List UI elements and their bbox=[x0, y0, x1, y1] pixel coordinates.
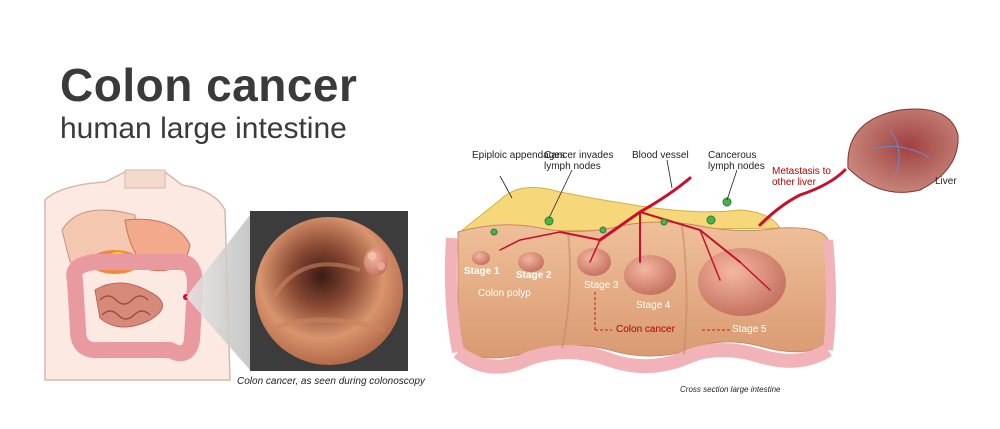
label-cancer-invades: Cancer invades lymph nodes bbox=[544, 150, 614, 172]
caption-colonoscopy: Colon cancer, as seen during colonoscopy bbox=[237, 376, 425, 387]
liver bbox=[847, 108, 959, 193]
label-cancerous-lymph: Cancerous lymph nodes bbox=[708, 150, 765, 172]
label-blood-vessel: Blood vessel bbox=[632, 150, 689, 161]
label-stage-1: Stage 1 bbox=[464, 266, 500, 277]
colonoscopy-view bbox=[250, 211, 408, 371]
label-liver: Liver bbox=[935, 176, 957, 187]
zoom-cone bbox=[186, 215, 250, 370]
caption-cross-section: Cross section large intestine bbox=[680, 385, 781, 394]
label-stage-2: Stage 2 bbox=[516, 270, 552, 281]
torso-figure bbox=[44, 169, 231, 381]
label-stage-3: Stage 3 bbox=[584, 280, 619, 291]
cross-section bbox=[444, 149, 931, 374]
label-stage-5: Stage 5 bbox=[732, 324, 767, 335]
page-title: Colon cancer bbox=[60, 59, 358, 111]
label-metastasis: Metastasis to other liver bbox=[772, 166, 831, 188]
label-colon-polyp: Colon polyp bbox=[478, 288, 531, 299]
label-stage-4: Stage 4 bbox=[636, 300, 671, 311]
label-epiploic: Epiploic appendages bbox=[472, 150, 565, 161]
page-subtitle: human large intestine bbox=[60, 112, 347, 145]
label-colon-cancer: Colon cancer bbox=[616, 324, 675, 335]
